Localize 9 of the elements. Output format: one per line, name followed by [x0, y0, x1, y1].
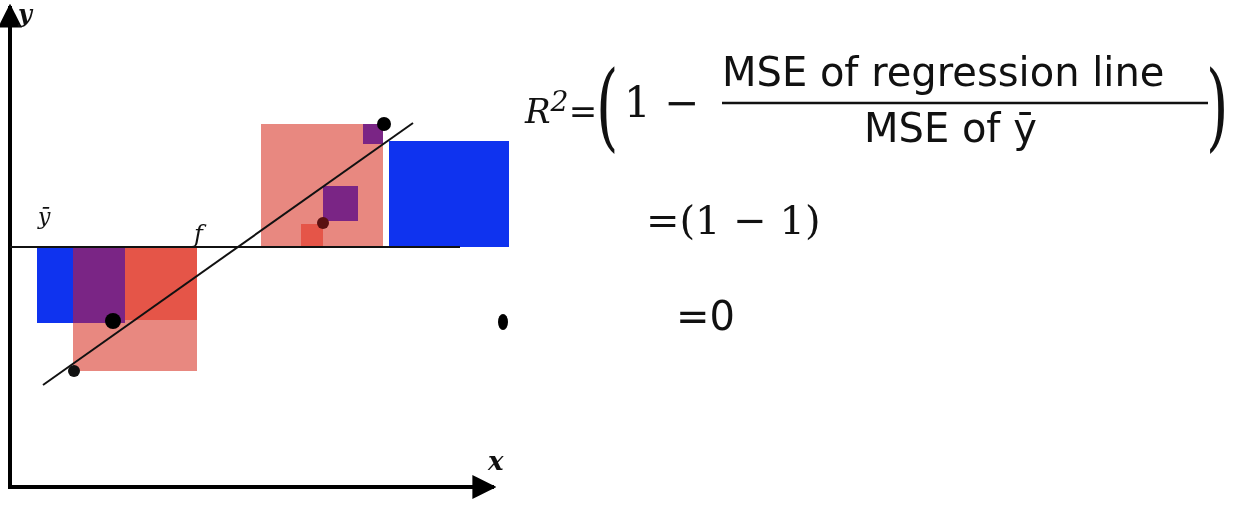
formula-paren: ) [1206, 58, 1229, 154]
axis-label: y [18, 2, 32, 26]
formula-text: 1 − [624, 82, 700, 124]
mean-label: ȳ [38, 206, 51, 228]
axis-label: x [488, 448, 504, 474]
formula-text: =(1 − 1) [646, 200, 821, 240]
formula-text: R$^{2}$= [525, 88, 598, 129]
formula-paren: ( [596, 58, 619, 154]
formula-text: =0 [676, 296, 735, 336]
